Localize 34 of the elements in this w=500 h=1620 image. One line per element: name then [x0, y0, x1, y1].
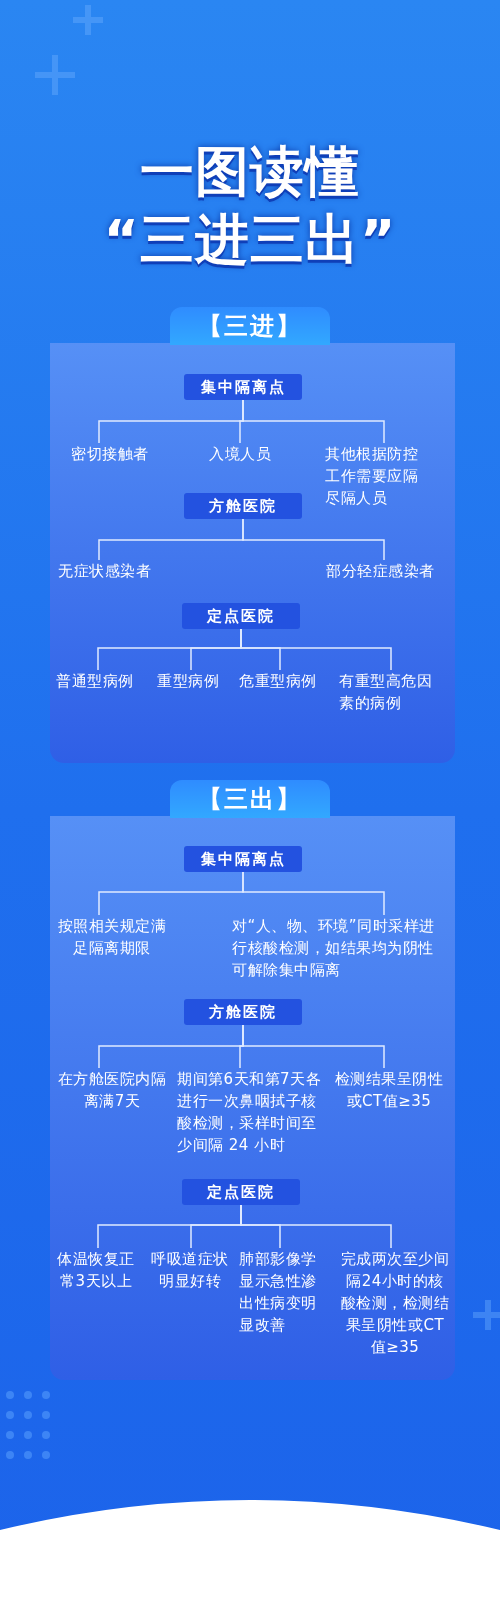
category-box: 集中隔离点: [184, 846, 302, 872]
item-text: 呼吸道症状明显好转: [146, 1248, 234, 1292]
item-text: 部分轻症感染者: [326, 560, 450, 582]
item-text: 入境人员: [200, 443, 280, 465]
item-text: 普通型病例: [56, 670, 144, 692]
category-box: 集中隔离点: [184, 374, 302, 400]
section-tab: 【三进】: [170, 307, 330, 345]
title: 一图读懂 “三进三出”: [102, 139, 398, 273]
category-box: 定点医院: [182, 603, 300, 629]
item-text: 危重型病例: [239, 670, 327, 692]
section-tab: 【三出】: [170, 780, 330, 818]
item-text: 密切接触者: [60, 443, 160, 465]
category-box: 方舱医院: [184, 493, 302, 519]
section-panel: [50, 780, 455, 1380]
item-text: 检测结果呈阴性或CT值≥35: [328, 1068, 450, 1112]
item-text: 在方舱医院内隔离满7天: [52, 1068, 172, 1112]
item-text: 体温恢复正常3天以上: [52, 1248, 140, 1292]
item-text: 按照相关规定满足隔离期限: [52, 915, 172, 959]
item-text: 重型病例: [157, 670, 229, 692]
connector-line: [242, 399, 385, 444]
category-box: 定点医院: [182, 1179, 300, 1205]
item-text: 对“人、物、环境”同时采样进行核酸检测，如结果均为阴性可解除集中隔离: [232, 915, 438, 981]
connector-line: [242, 871, 385, 916]
section-panel: [50, 307, 455, 763]
item-text: 完成两次至少间隔24小时的核酸检测，检测结果呈阴性或CT值≥35: [340, 1248, 450, 1358]
connector-line: [242, 1024, 385, 1069]
item-text: 肺部影像学显示急性渗出性病变明显改善: [239, 1248, 327, 1336]
item-text: 期间第6天和第7天各进行一次鼻咽拭子核酸检测，采样时间至少间隔 24 小时: [177, 1068, 329, 1156]
item-text: 有重型高危因素的病例: [339, 670, 443, 714]
connector-line: [240, 628, 392, 671]
item-text: 其他根据防控工作需要应隔尽隔人员: [325, 443, 427, 509]
connector-line: [242, 518, 385, 561]
item-text: 无症状感染者: [58, 560, 168, 582]
category-box: 方舱医院: [184, 999, 302, 1025]
